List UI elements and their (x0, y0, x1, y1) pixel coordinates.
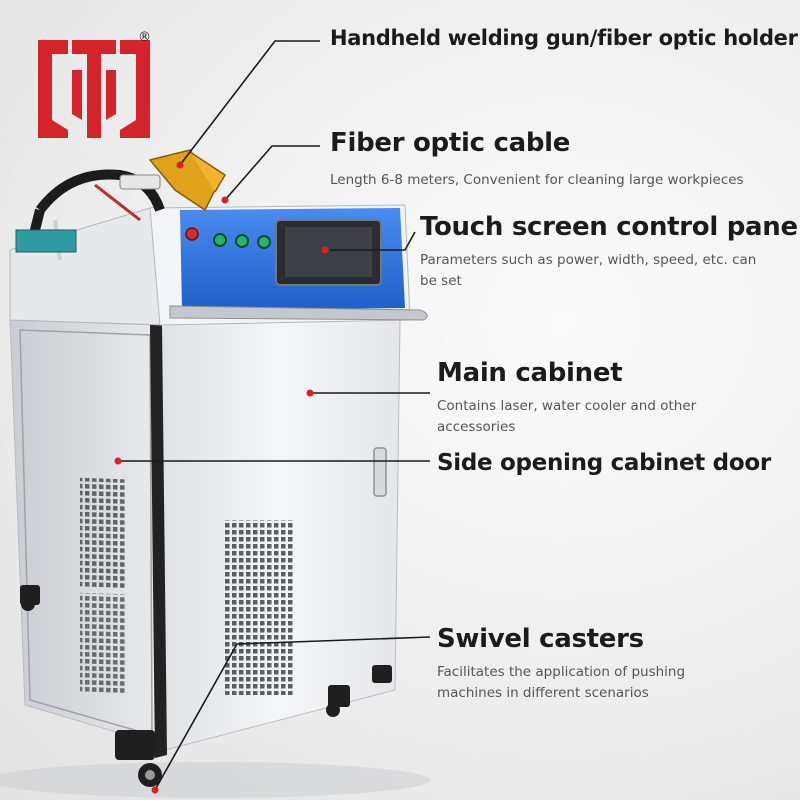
laser-machine-illustration (0, 149, 430, 798)
callout-description: Contains laser, water cooler and other a… (437, 398, 697, 435)
callout-title: Handheld welding gun/fiber optic holder (330, 26, 798, 50)
callout-description: Parameters such as power, width, speed, … (420, 252, 757, 289)
callout-control-panel: Touch screen control panel Parameters su… (420, 212, 800, 292)
callout-title: Fiber optic cable (330, 128, 571, 158)
callout-title: Side opening cabinet door (437, 450, 771, 476)
registered-trademark: ® (138, 30, 151, 45)
callout-title: Main cabinet (437, 358, 623, 388)
callout-title: Swivel casters (437, 624, 644, 654)
callout-casters: Swivel casters Facilitates the applicati… (437, 624, 767, 704)
callout-fiber-cable: Fiber optic cable Length 6-8 meters, Con… (330, 128, 744, 191)
callout-title: Touch screen control panel (420, 212, 800, 242)
callout-main-cabinet: Main cabinet Contains laser, water coole… (437, 358, 767, 438)
callout-welding-gun: Handheld welding gun/fiber optic holder (330, 26, 798, 50)
callout-description: Length 6-8 meters, Convenient for cleani… (330, 172, 744, 188)
callout-side-door: Side opening cabinet door (437, 450, 771, 476)
callout-description: Facilitates the application of pushing m… (437, 664, 686, 701)
brand-logo (38, 40, 150, 138)
